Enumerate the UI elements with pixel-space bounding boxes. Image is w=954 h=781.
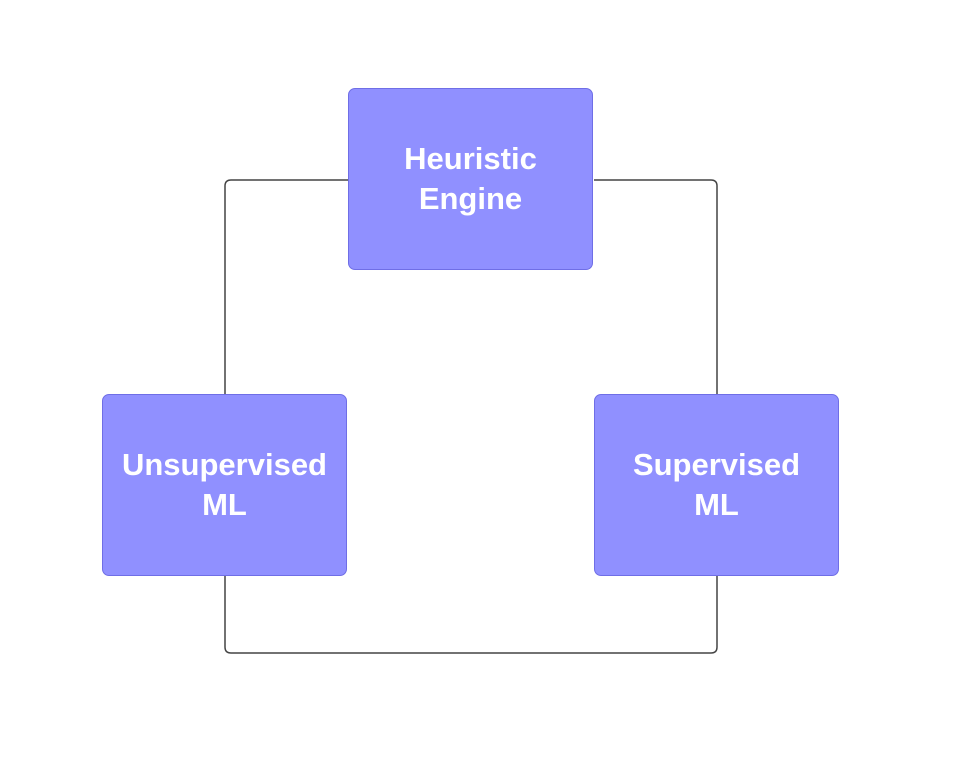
supervised-ml-label: Supervised ML — [632, 447, 801, 522]
heuristic-engine-label: Heuristic Engine — [404, 141, 537, 216]
unsupervised-ml-node[interactable]: Unsupervised ML — [102, 394, 347, 576]
heuristic-engine-node[interactable]: Heuristic Engine — [348, 88, 593, 270]
supervised-ml-node[interactable]: Supervised ML — [594, 394, 839, 576]
connector-heuristic-to-unsupervised — [224, 179, 348, 394]
connector-unsupervised-to-supervised — [224, 576, 718, 654]
unsupervised-ml-label: Unsupervised ML — [121, 447, 327, 522]
connector-heuristic-to-supervised — [594, 179, 718, 394]
